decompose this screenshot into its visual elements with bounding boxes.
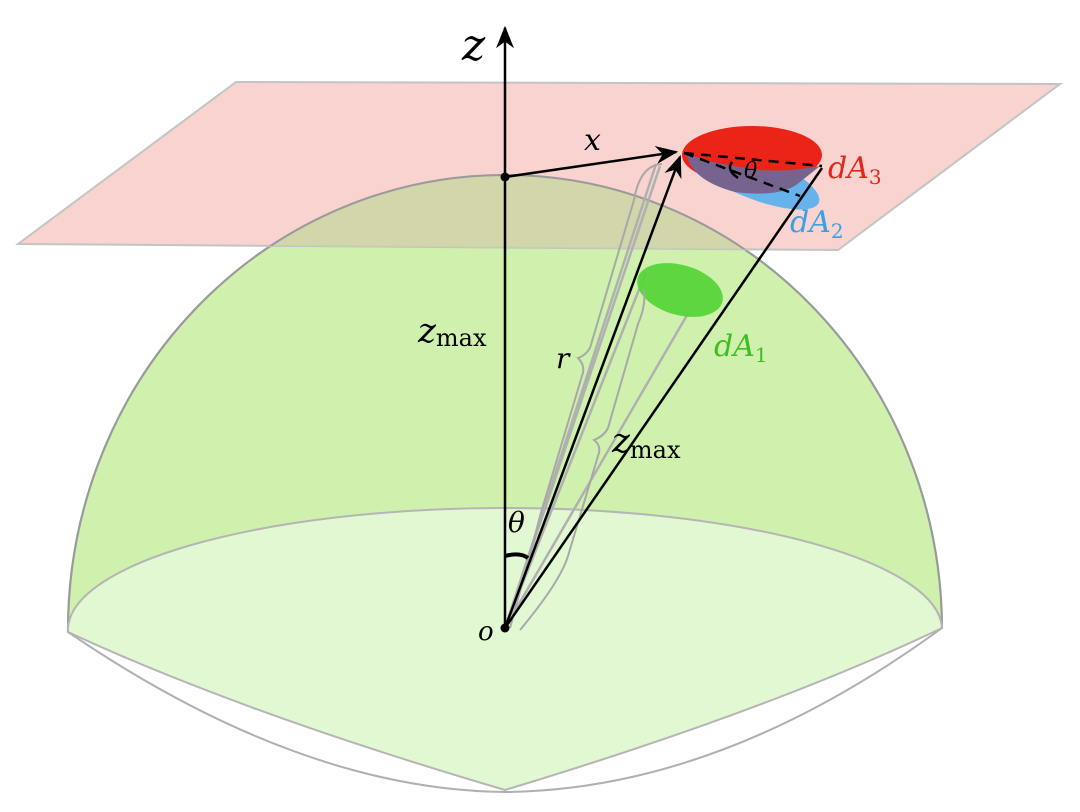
cone-outline-dA1 xyxy=(503,163,692,629)
dA1-area xyxy=(637,263,723,317)
plane-contact-point xyxy=(500,172,510,182)
zmax-left-label: zmax xyxy=(417,311,487,352)
x-label: x xyxy=(584,123,601,158)
hemisphere-base-rim xyxy=(67,627,943,794)
brace-r xyxy=(509,163,663,629)
origin-label: o xyxy=(478,617,494,647)
r-label: r xyxy=(556,342,571,375)
dA2-dA3-overlap xyxy=(686,152,820,194)
z-axis-label: z xyxy=(461,20,486,71)
dA3-label: dA3 xyxy=(828,151,882,189)
brace-zmax xyxy=(519,289,646,631)
x-vector xyxy=(504,146,679,179)
origin-point xyxy=(500,623,510,633)
r-vector xyxy=(503,154,682,629)
dashed-tilted-line xyxy=(683,151,801,198)
dA2-label: dA2 xyxy=(790,205,844,243)
theta-arc-top xyxy=(728,161,739,180)
zmax-center-label: zmax xyxy=(611,421,681,464)
dashed-plane-line xyxy=(683,151,823,168)
dA1-label: dA1 xyxy=(714,329,768,367)
theta-top-label: θ xyxy=(744,159,757,184)
theta-origin-label: θ xyxy=(508,506,525,539)
cone-edge-line xyxy=(503,167,824,629)
theta-arc-origin xyxy=(504,552,530,560)
hemisphere-base xyxy=(66,506,944,792)
